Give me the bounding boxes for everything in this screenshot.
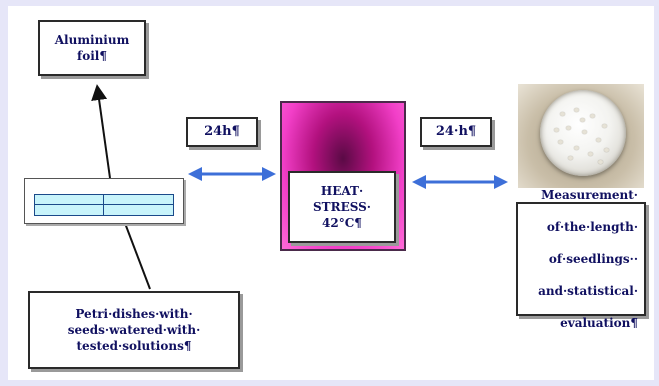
petri-dish-cross-section xyxy=(34,194,174,216)
measure-line-4: and·statistical· xyxy=(538,284,638,298)
measure-line-2: of·the·length· xyxy=(546,220,638,234)
double-arrow-left xyxy=(188,167,276,181)
measure-line-1: Measurement· xyxy=(541,188,638,202)
incubation-time-left: 24h¶ xyxy=(186,117,258,147)
connector-layer xyxy=(91,84,508,290)
measure-line-3: of·seedlings·· xyxy=(548,252,638,266)
petri-dish-photo-icon xyxy=(518,84,644,188)
heat-stress-label: HEAT· STRESS· 42°C¶ xyxy=(288,171,396,243)
measurement-evaluation-label: Measurement· of·the·length· of·seedlings… xyxy=(516,188,646,330)
measure-line-5: evaluation¶ xyxy=(560,316,638,330)
petri-dishes-label: Petri·dishes·with· seeds·watered·with· t… xyxy=(28,291,240,369)
diagram-canvas: Aluminium foil¶ 24h¶ HEAT· STRESS· 42°C¶… xyxy=(8,6,654,380)
aluminium-foil-label: Aluminium foil¶ xyxy=(38,20,146,76)
foil-pointer-arrow xyxy=(91,84,111,179)
incubation-time-right: 24·h¶ xyxy=(420,117,492,147)
seedling-dish xyxy=(540,90,626,176)
double-arrow-right xyxy=(412,175,508,189)
